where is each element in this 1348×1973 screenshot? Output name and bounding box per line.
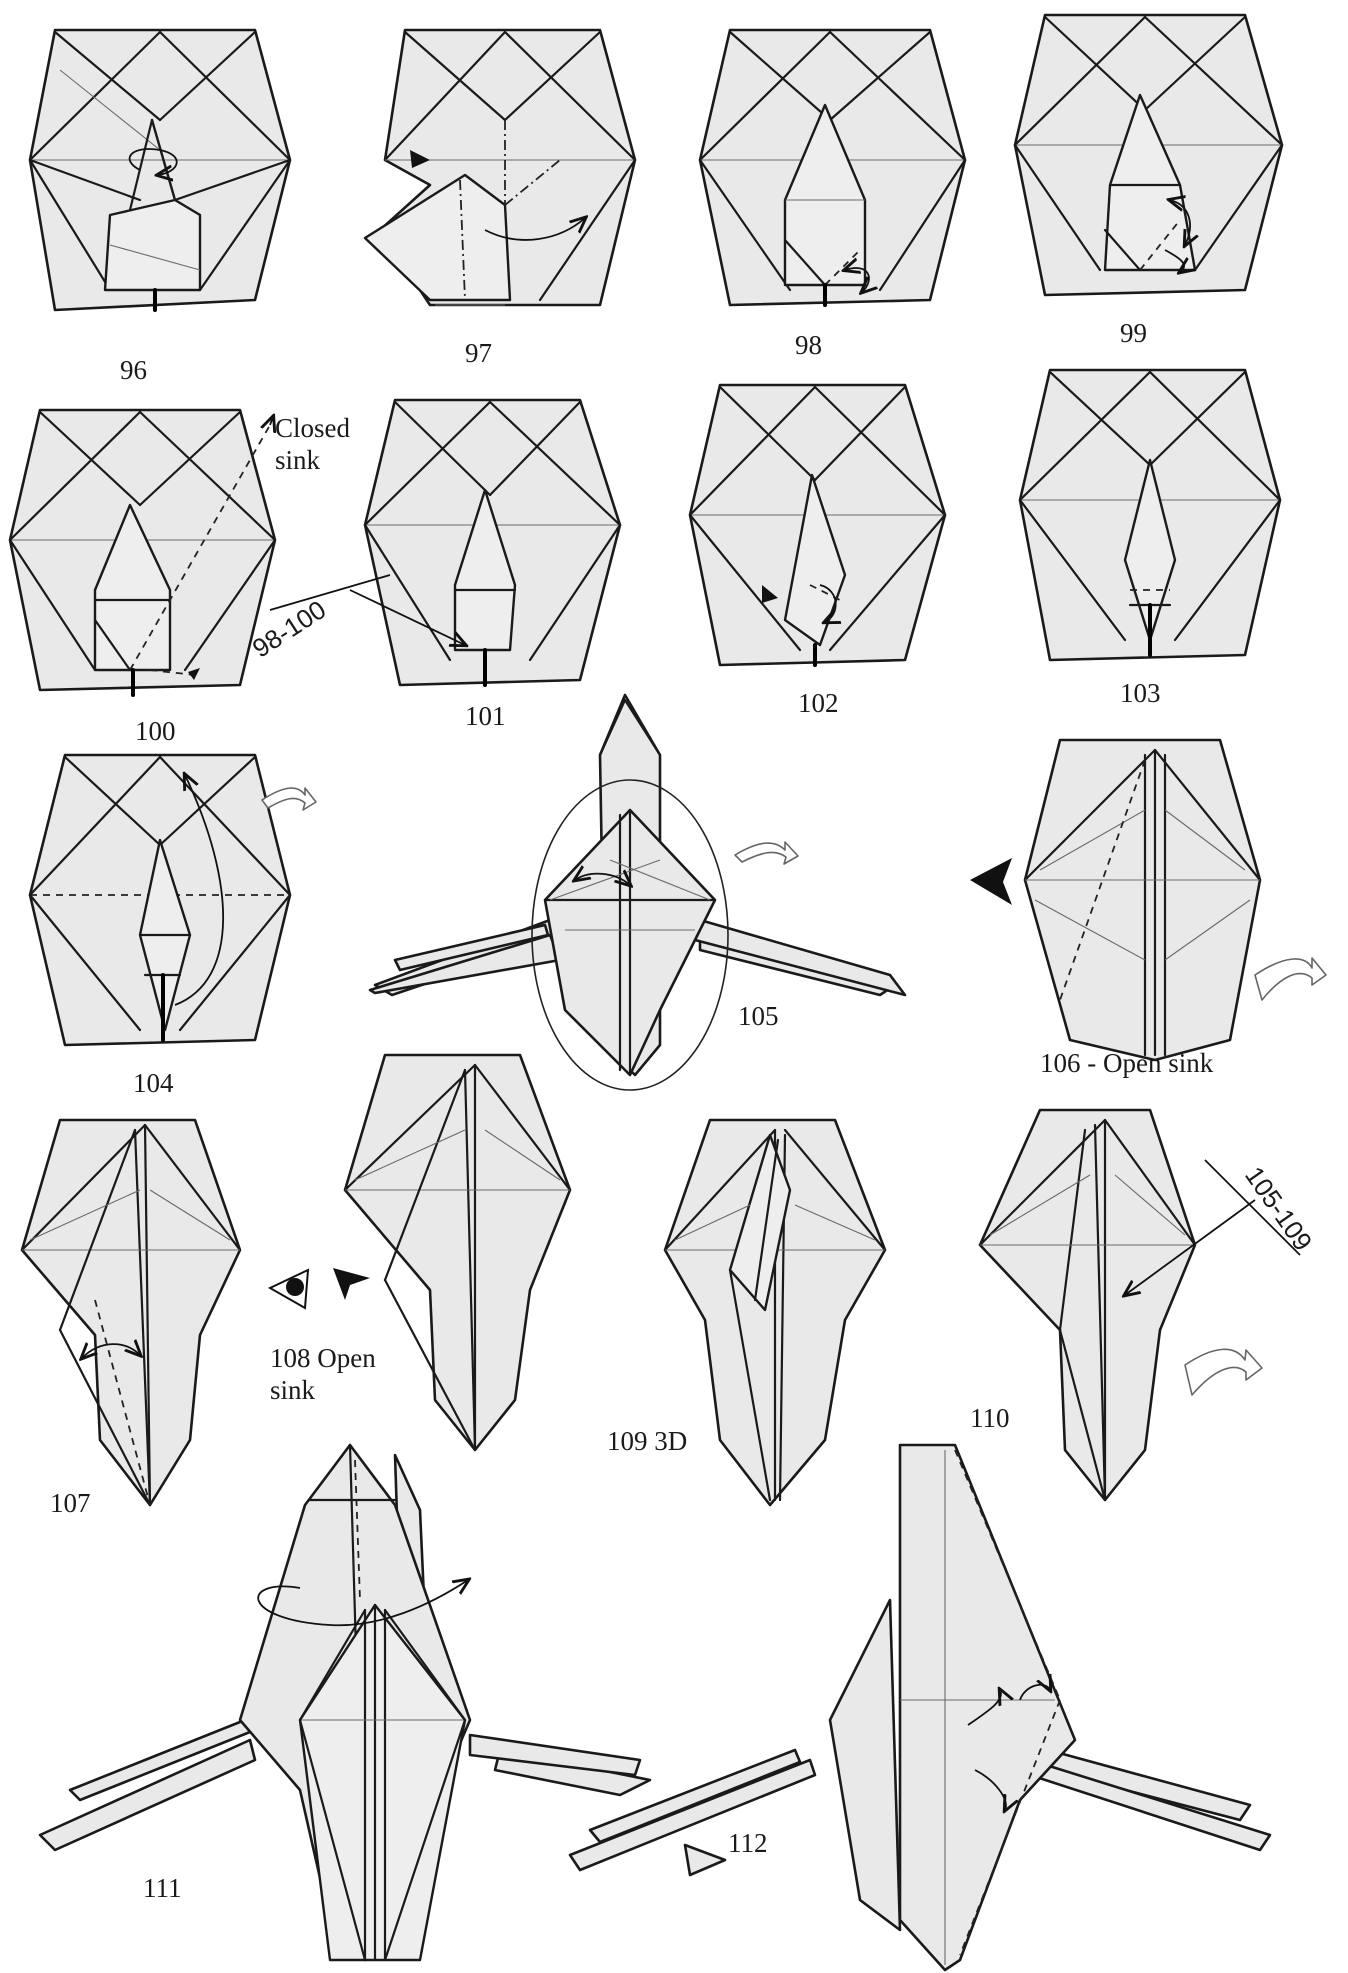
step-112-figure: [570, 1445, 1270, 1970]
step-107-figure: [22, 1120, 240, 1505]
closed-sink-label: sink: [275, 447, 320, 474]
step-111-figure: [40, 1445, 650, 1960]
step-number: 96: [120, 357, 147, 384]
eye-icon: [270, 1270, 308, 1308]
step-102-figure: [690, 385, 945, 665]
step-100-figure: [10, 410, 275, 695]
step-number: 105: [738, 1003, 779, 1030]
closed-sink-label: Closed: [275, 415, 350, 442]
step-number: 101: [465, 703, 506, 730]
turn-over-arrow-icon: [1255, 958, 1326, 1000]
step-number: 99: [1120, 320, 1147, 347]
step-number: 100: [135, 718, 176, 745]
step-number: 103: [1120, 680, 1161, 707]
step-number: 104: [133, 1070, 174, 1097]
step-96-figure: [30, 30, 290, 310]
push-arrowhead-icon: [333, 1268, 370, 1300]
step-label: 109 3D: [607, 1428, 687, 1455]
step-number: 102: [798, 690, 839, 717]
turn-over-arrow-icon: [1185, 1349, 1262, 1395]
step-number: 97: [465, 340, 492, 367]
step-98-figure: [700, 30, 965, 305]
step-108-figure: [345, 1055, 570, 1450]
step-97-figure: [365, 30, 635, 305]
step-104-figure: [30, 755, 290, 1045]
turn-over-arrow-icon: [262, 788, 316, 810]
step-106-figure: [1025, 740, 1260, 1060]
step-label: 106 - Open sink: [1040, 1050, 1213, 1077]
step-109-figure: [665, 1120, 885, 1505]
push-arrowhead-icon: [970, 858, 1012, 905]
step-number: 98: [795, 332, 822, 359]
step-number: 111: [143, 1875, 182, 1902]
step-label: sink: [270, 1377, 315, 1404]
step-number: 107: [50, 1490, 91, 1517]
step-number: 110: [970, 1405, 1010, 1432]
step-103-figure: [1020, 370, 1280, 660]
step-99-figure: [1015, 15, 1282, 295]
turn-over-arrow-icon: [735, 842, 798, 864]
step-label: 108 Open: [270, 1345, 376, 1372]
step-105-figure: [370, 695, 905, 1090]
step-number: 112: [728, 1830, 768, 1857]
